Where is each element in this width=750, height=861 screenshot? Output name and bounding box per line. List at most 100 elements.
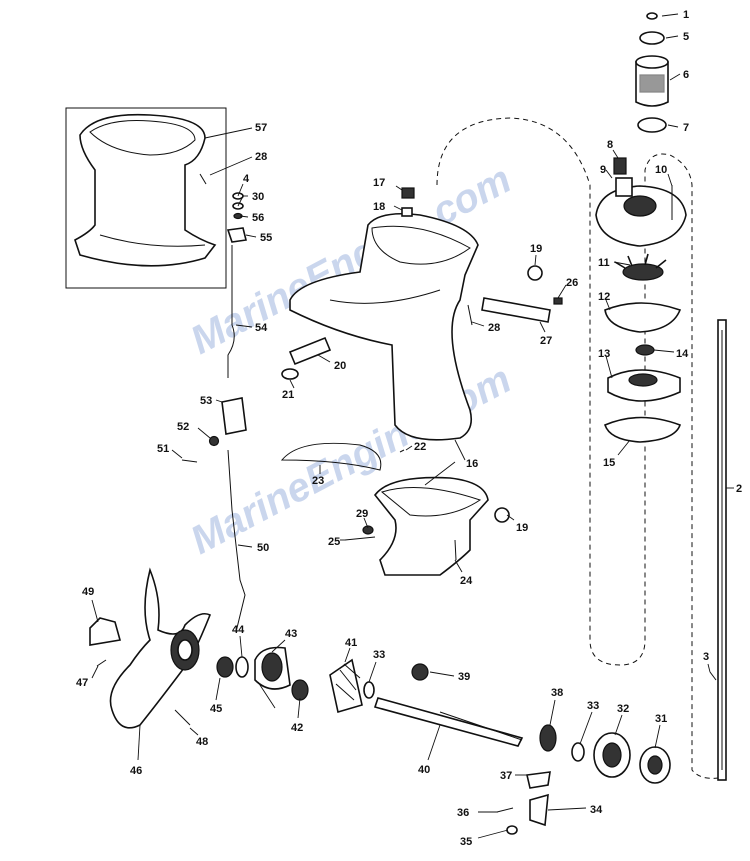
part-21-grommet xyxy=(281,368,299,380)
callout-55: 55 xyxy=(260,232,272,244)
part-3-pin xyxy=(709,671,717,681)
part-43-bearing-carrier xyxy=(254,646,291,690)
callout-30: 30 xyxy=(252,191,264,203)
callout-24: 24 xyxy=(460,575,473,587)
callout-40: 40 xyxy=(418,764,430,776)
callout-43: 43 xyxy=(285,628,297,640)
water-pump-stack xyxy=(595,12,687,443)
propeller-group xyxy=(89,567,212,729)
part-38-clutch xyxy=(539,724,557,752)
callout-29: 29 xyxy=(356,508,368,520)
part-18-grommet xyxy=(401,207,413,217)
callout-52: 52 xyxy=(177,421,189,433)
callout-13: 13 xyxy=(598,348,610,360)
callout-42: 42 xyxy=(291,722,303,734)
part-16-gearcase-housing xyxy=(289,212,479,441)
callout-49: 49 xyxy=(82,586,94,598)
lower-skeg-housing xyxy=(373,476,489,576)
callout-34: 34 xyxy=(590,804,603,816)
callout-19-lower: 19 xyxy=(516,522,528,534)
callout-51: 51 xyxy=(157,443,169,455)
leader-lines xyxy=(91,13,734,839)
callout-47: 47 xyxy=(76,677,88,689)
part-44-o-ring xyxy=(235,656,249,678)
callout-3: 3 xyxy=(703,651,709,663)
part-45-washer xyxy=(216,656,234,678)
callout-46: 46 xyxy=(130,765,142,777)
callout-31: 31 xyxy=(655,713,667,725)
callout-17: 17 xyxy=(373,177,385,189)
callout-28-right: 28 xyxy=(488,322,500,334)
callout-21: 21 xyxy=(282,389,294,401)
callout-44: 44 xyxy=(232,624,245,636)
callout-41: 41 xyxy=(345,637,357,649)
part-19-plug-upper xyxy=(527,265,543,281)
part-40-propshaft xyxy=(373,697,524,747)
callout-35: 35 xyxy=(460,836,472,848)
part-35-ball xyxy=(506,825,518,835)
inset-box xyxy=(65,107,227,289)
callout-20: 20 xyxy=(334,360,346,372)
part-33-washer-right xyxy=(571,742,585,762)
part-31-bearing xyxy=(639,746,671,784)
callout-33-left: 33 xyxy=(373,649,385,661)
part-1-o-ring xyxy=(646,12,658,20)
callout-45: 45 xyxy=(210,703,222,715)
part-2-driveshaft xyxy=(717,319,727,781)
callout-22: 22 xyxy=(414,441,426,453)
part-39-pinion xyxy=(411,663,429,681)
part-53-connector xyxy=(221,397,247,435)
assembly-guide-lines xyxy=(436,117,719,779)
callout-33-right: 33 xyxy=(587,700,599,712)
part-20-21-tube xyxy=(281,336,332,380)
callout-18: 18 xyxy=(373,201,385,213)
part-34-shifter xyxy=(529,793,549,827)
part-23-seal-strip xyxy=(280,442,382,471)
callout-50: 50 xyxy=(257,542,269,554)
callout-labels: 1 5 6 7 8 9 10 11 12 13 14 15 16 17 18 1… xyxy=(76,9,742,848)
callout-54: 54 xyxy=(255,322,268,334)
part-26-screw xyxy=(553,297,563,305)
callout-53: 53 xyxy=(200,395,212,407)
callout-39: 39 xyxy=(458,671,470,683)
part-15-gasket xyxy=(604,416,682,443)
callout-57: 57 xyxy=(255,122,267,134)
part-14-seal xyxy=(635,344,655,356)
part-32-gear xyxy=(593,732,631,778)
part-17-plug xyxy=(401,187,415,199)
part-20-tube xyxy=(288,336,332,366)
part-9-pump-housing xyxy=(595,177,687,247)
callout-56: 56 xyxy=(252,212,264,224)
callout-26: 26 xyxy=(566,277,578,289)
inset-housing-part-57 xyxy=(74,113,217,267)
part-47-pin xyxy=(96,659,107,667)
callout-10: 10 xyxy=(655,164,667,176)
part-17-18-plugs xyxy=(401,187,415,217)
part-27-plate xyxy=(481,297,551,323)
part-51-screw xyxy=(181,459,198,463)
callout-16: 16 xyxy=(466,458,478,470)
callout-8: 8 xyxy=(607,139,613,151)
callout-28-left: 28 xyxy=(255,151,267,163)
part-19-plug-lower xyxy=(494,507,510,523)
part-22-pin xyxy=(399,449,405,453)
part-52-nut xyxy=(208,435,220,447)
part-48-pin xyxy=(174,709,191,726)
part-8-grommet xyxy=(613,157,627,175)
callout-19-upper: 19 xyxy=(530,243,542,255)
part-36-pin xyxy=(496,807,514,813)
callout-32: 32 xyxy=(617,703,629,715)
callout-38: 38 xyxy=(551,687,563,699)
callout-1: 1 xyxy=(683,9,689,21)
part-28-screw-right xyxy=(467,304,473,326)
part-24-screw xyxy=(454,539,457,561)
part-25-screw xyxy=(344,536,376,541)
part-29-washer xyxy=(362,525,374,535)
part-49-nut xyxy=(89,617,122,646)
part-50-shift-rod xyxy=(227,449,246,633)
part-41-gear xyxy=(329,658,363,714)
part-28-screw-left xyxy=(199,173,207,185)
part-37-spring xyxy=(526,771,551,789)
callout-37: 37 xyxy=(500,770,512,782)
